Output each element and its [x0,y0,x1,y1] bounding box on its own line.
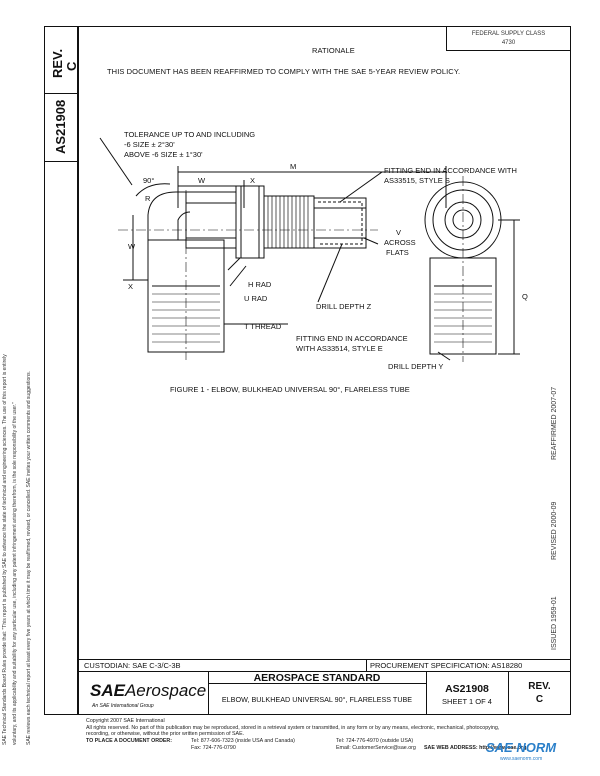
rev-value: C [64,61,79,71]
tolerance-line2: -6 SIZE ± 2°30' [124,140,175,149]
tel-outside: Tel: 724-776-4970 (outside USA) [336,737,414,744]
rationale-text: THIS DOCUMENT HAS BEEN REAFFIRMED TO COM… [107,67,461,76]
side-note-1: SAE Technical Standards Board Rules prov… [2,354,8,745]
title-block: CUSTODIAN: SAE C-3/C-3B PROCUREMENT SPEC… [78,659,571,715]
fsc-line1: FEDERAL SUPPLY CLASS [471,31,546,37]
footer-copyright: Copyright 2007 SAE International [86,718,165,724]
logo-sub: An SAE International Group [92,703,154,709]
fitting-end-s-line1: FITTING END IN ACCORDANCE WITH [384,166,517,175]
x-top-label: X [250,176,256,185]
figure-caption: FIGURE 1 - ELBOW, BULKHEAD UNIVERSAL 90°… [170,385,410,394]
tel-usa: Tel: 877-606-7323 (inside USA and Canada… [191,737,295,744]
rev-box: REV. C [44,26,79,94]
web-address: SAE WEB ADDRESS: http://www.sae.org [424,744,527,751]
footer-rights: All rights reserved. No part of this pub… [86,724,500,731]
revised-date: REVISED 2000-09 [551,501,558,560]
rev-label-block: REV. [528,681,551,692]
v-line3: FLATS [386,248,409,257]
w-top-label: W [198,176,206,185]
email: Email: CustomerService@sae.org [336,744,416,751]
watermark-sub: www.saenorm.com [500,756,543,762]
logo-aerospace: Aerospace [124,681,207,700]
reaffirmed-date: REAFFIRMED 2007-07 [551,386,558,460]
doc-number-side: AS21908 [53,99,68,154]
v-line1: V [396,228,402,237]
federal-supply-class-box: FEDERAL SUPPLY CLASS 4730 [446,27,570,51]
r-label: R [145,194,151,203]
angle-label: 90° [143,176,155,185]
rev-value-block: C [535,694,544,705]
footer: Copyright 2007 SAE International All rig… [86,718,586,752]
q-label: Q [522,292,528,301]
rationale-title: RATIONALE [312,46,355,55]
side-note-3: SAE reviews each technical report at lea… [26,371,32,745]
u-rad-label: U RAD [244,294,268,303]
m-label: M [290,162,297,171]
doc-number-block: AS21908 [445,683,489,695]
drill-depth-z: DRILL DEPTH Z [316,302,372,311]
tolerance-line1: TOLERANCE UP TO AND INCLUDING [124,130,256,139]
v-line2: ACROSS [384,238,416,247]
procurement-spec: PROCUREMENT SPECIFICATION: AS18280 [370,661,523,670]
sae-norm-watermark: SAE NORM [486,740,557,755]
rev-label: REV. [50,48,65,78]
logo-sae: SAE [90,681,125,700]
issued-date: ISSUED 1959-01 [551,596,558,650]
part-title: ELBOW, BULKHEAD UNIVERSAL 90°, FLARELESS… [221,695,413,704]
fax: Fax: 724-776-0790 [191,744,236,751]
fitting-end-s-line2: AS33515, STYLE S [384,176,450,185]
footer-rights-2: recording, or otherwise, without the pri… [86,731,245,738]
t-thread-label: T THREAD [244,322,282,331]
h-rad-label: H RAD [248,280,272,289]
order-label: TO PLACE A DOCUMENT ORDER: [86,737,173,744]
drill-depth-y: DRILL DEPTH Y [388,362,444,371]
custodian: CUSTODIAN: SAE C-3/C-3B [84,661,181,670]
sheet-number: SHEET 1 OF 4 [442,697,492,706]
left-strip [44,26,78,715]
sae-logo: SAEAerospace [90,681,206,701]
x-side-label: X [128,282,134,291]
standard-title: AEROSPACE STANDARD [253,672,381,684]
w-side-label: W [128,242,136,251]
side-note-2: voluntary, and its applicability and sui… [12,402,18,745]
drawing-frame [78,26,571,715]
elbow-drawing [99,137,520,362]
tolerance-line3: ABOVE -6 SIZE ± 1°30' [124,150,203,159]
fsc-line2: 4730 [501,40,516,46]
fitting-end-e-line2: WITH AS33514, STYLE E [296,344,383,353]
fitting-end-e-line1: FITTING END IN ACCORDANCE [296,334,408,343]
docnum-box: AS21908 [44,94,78,162]
